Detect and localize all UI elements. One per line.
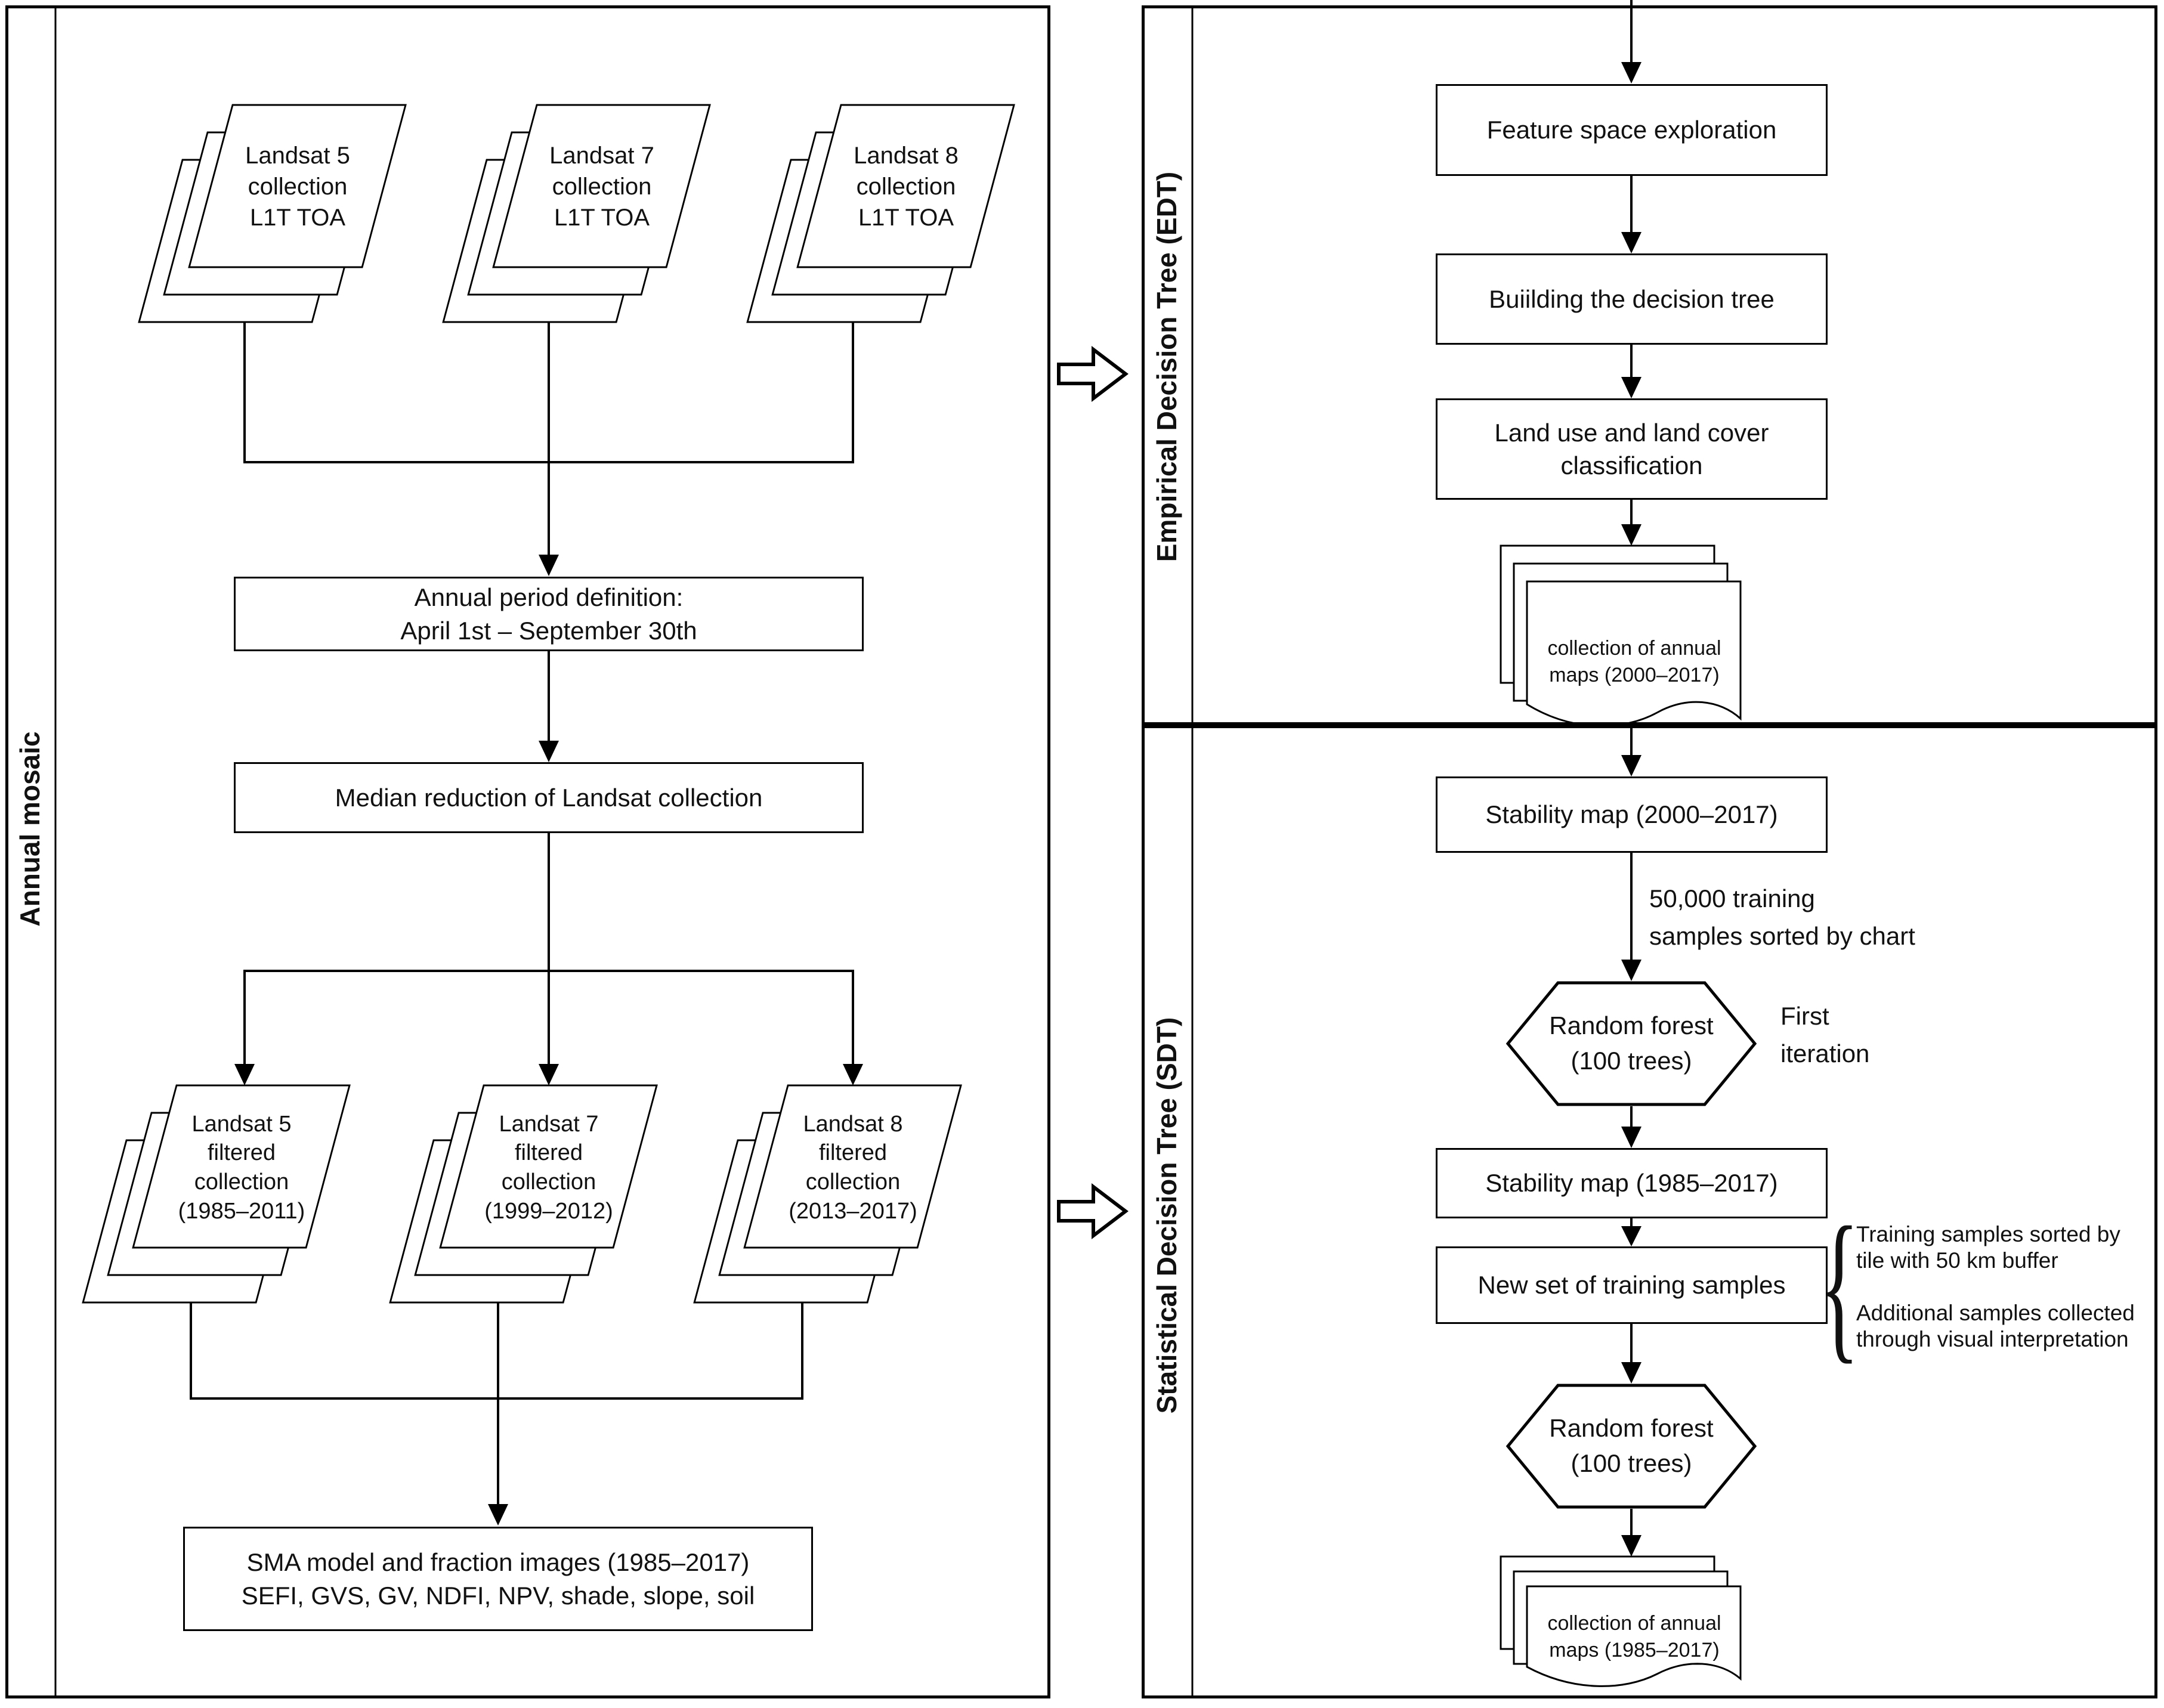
arrowhead-icon (843, 1064, 863, 1085)
edt-panel-label: Empirical Decision Tree (EDT) (1151, 171, 1182, 562)
landsat5-collection-label: Landsat 5 collection L1T TOA (245, 143, 350, 231)
arrowhead-icon (1621, 1226, 1641, 1246)
arrowhead-icon (1621, 960, 1641, 981)
landsat8-collection-label: Landsat 8 collection L1T TOA (854, 143, 959, 231)
arrowhead-icon (1621, 62, 1641, 83)
arrowhead-icon (1621, 232, 1641, 253)
sdt-panel-label: Statistical Decision Tree (SDT) (1151, 1017, 1182, 1414)
landsat5-filtered-stack-icon (82, 1084, 351, 1304)
building-decision-tree-box: Buiilding the decision tree (1436, 253, 1828, 345)
landsat5-collection-stack-icon (138, 104, 407, 323)
arrowhead-icon (488, 1504, 508, 1526)
landsat8-collection-stack-icon (746, 104, 1015, 323)
arrowhead-icon (1621, 1535, 1641, 1557)
random-forest-hexagon-1 (1505, 981, 1757, 1106)
brace-note-1: Training samples sorted by tile with 50 … (1856, 1222, 2120, 1273)
first-iteration-note: First iteration (1780, 1002, 1870, 1068)
edt-annual-maps-stack-icon (1500, 544, 1742, 727)
brace-note-2: Additional samples collected through vis… (1856, 1301, 2135, 1351)
annual-period-box: Annual period definition: April 1st – Se… (234, 577, 864, 651)
arrowhead-icon (1621, 1127, 1641, 1148)
sdt-annual-maps-stack-icon (1500, 1555, 1742, 1687)
landsat5-filtered-label: Landsat 5 filtered collection (1985–2011… (178, 1111, 305, 1224)
connector-lines (190, 0, 1633, 1536)
sdt-annual-maps-label: collection of annual maps (1985–2017) (1547, 1612, 1721, 1661)
arrowhead-icon (1621, 524, 1641, 546)
arrowhead-icon (1621, 377, 1641, 398)
arrowhead-icon (539, 555, 559, 576)
edt-sdt-divider (1142, 722, 2157, 728)
random-forest-2-label: Random forest (100 trees) (1549, 1414, 1714, 1477)
block-arrow-icon (1057, 345, 1129, 403)
arrowhead-icon (1621, 1362, 1641, 1384)
annual-mosaic-label: Annual mosaic (14, 731, 45, 927)
arrowheads (234, 62, 1641, 1557)
sma-model-box: SMA model and fraction images (1985–2017… (183, 1527, 813, 1631)
arrowhead-icon (539, 1064, 559, 1085)
random-forest-1-label: Random forest (100 trees) (1549, 1011, 1714, 1075)
arrowhead-icon (1621, 755, 1641, 776)
stability-map-2000-box: Stability map (2000–2017) (1436, 776, 1828, 853)
landsat7-filtered-label: Landsat 7 filtered collection (1999–2012… (484, 1111, 613, 1224)
edt-annual-maps-label: collection of annual maps (2000–2017) (1547, 637, 1721, 686)
stability-map-1985-box: Stability map (1985–2017) (1436, 1148, 1828, 1218)
landsat8-filtered-label: Landsat 8 filtered collection (2013–2017… (789, 1111, 917, 1224)
arrowhead-icon (539, 741, 559, 762)
curly-brace-icon: { (1819, 1192, 1860, 1378)
new-training-samples-box: New set of training samples (1436, 1246, 1828, 1324)
block-arrow-icon (1057, 1183, 1129, 1240)
random-forest-hexagon-2 (1505, 1384, 1757, 1509)
arrowhead-icon (234, 1064, 255, 1085)
landsat7-collection-stack-icon (442, 104, 711, 323)
land-use-classification-box: Land use and land cover classification (1436, 398, 1828, 500)
training-samples-note: 50,000 training samples sorted by chart (1649, 884, 1915, 950)
landsat8-filtered-stack-icon (693, 1084, 962, 1304)
feature-space-box: Feature space exploration (1436, 84, 1828, 176)
landsat7-filtered-stack-icon (389, 1084, 658, 1304)
landsat7-collection-label: Landsat 7 collection L1T TOA (549, 143, 654, 231)
median-reduction-box: Median reduction of Landsat collection (234, 762, 864, 833)
